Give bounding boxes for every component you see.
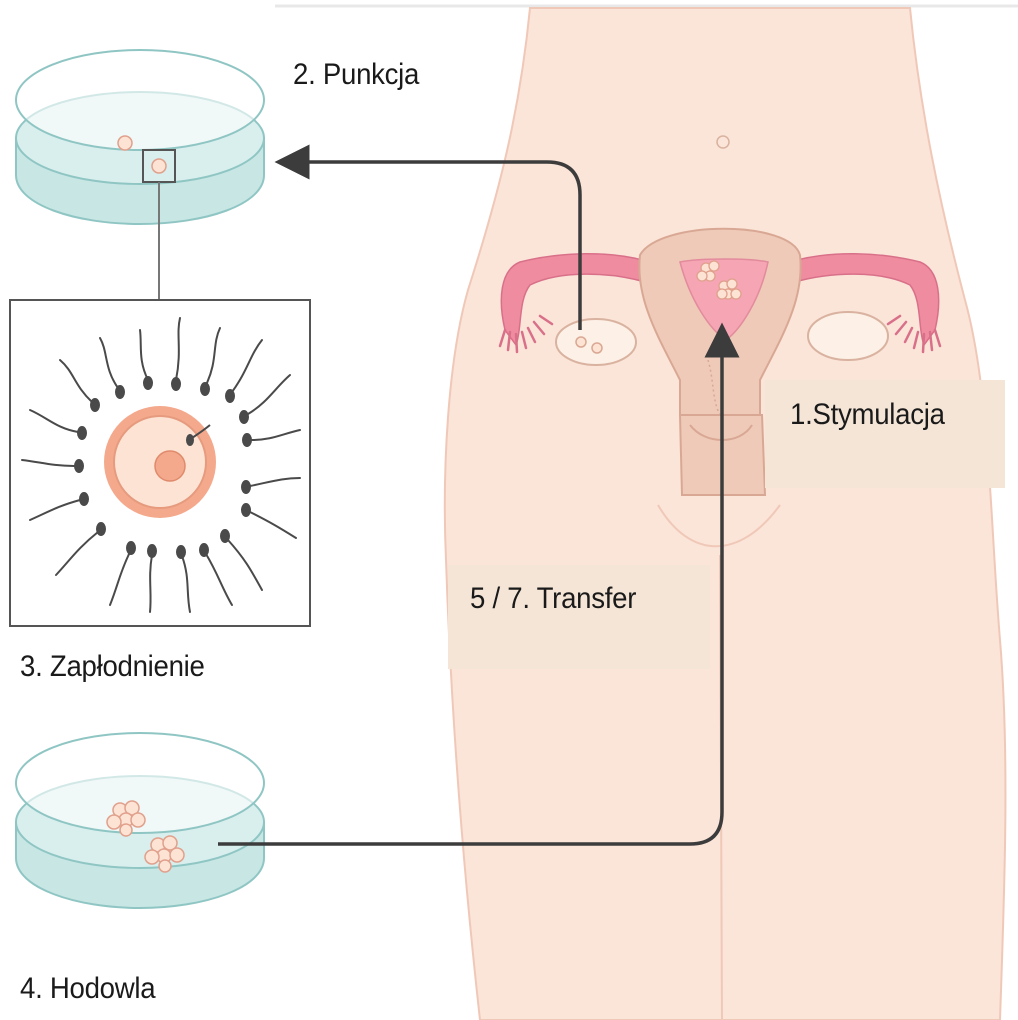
culture-label: 4. Hodowla [20, 972, 155, 1006]
left-ovary [556, 319, 636, 365]
puncture-label: 2. Punkcja [293, 58, 419, 92]
stimulation-label-box [765, 380, 1005, 488]
right-ovary [808, 312, 888, 360]
egg-cell [104, 406, 216, 518]
fertilization-label: 3. Zapłodnienie [20, 650, 205, 684]
stimulation-label: 1.Stymulacja [790, 398, 945, 432]
transfer-label: 5 / 7. Transfer [470, 582, 636, 616]
body-silhouette [445, 8, 1006, 1020]
culture-dish [16, 733, 264, 908]
puncture-dish [16, 50, 264, 224]
transfer-label-box [448, 565, 710, 669]
fertilization-inset [10, 300, 310, 626]
